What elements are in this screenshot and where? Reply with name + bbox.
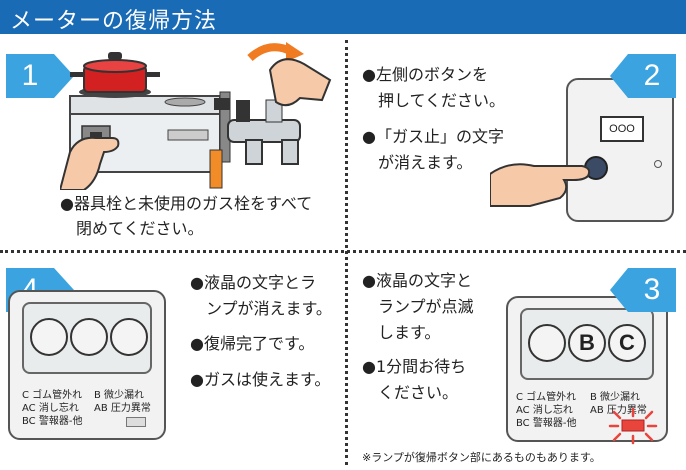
step-1-text-2: 閉めてください。 [76,219,204,238]
step-4-lcd-circle-1 [30,318,68,356]
gas-stove-icon [69,52,221,173]
label-ab: AB 圧力異常 [94,403,151,414]
step-3-text-3: します。 [378,323,441,342]
step-1-text-1: ●器具栓と未使用のガス栓をすべて [60,194,313,213]
indicator-dot [654,160,662,168]
step-3-text-5: ください。 [378,383,459,402]
step-2-hand-icon [490,163,591,207]
label-b: B 微少漏れ [94,390,145,401]
label-bc: BC 警報器-他 [22,416,83,427]
step-2-badge: 2 [628,54,676,98]
label-ac-3: AC 消し忘れ [516,405,573,416]
step-3-badge: 3 [628,268,676,312]
blinking-lamp-icon [608,407,658,445]
gas-valve-icon [209,42,332,189]
label-c: C ゴム管外れ [22,390,83,401]
step-2-text-4: が消えます。 [378,153,473,172]
step-4-lcd-circle-3 [110,318,148,356]
step-1-illustration [60,42,332,190]
label-bc-3: BC 警報器-他 [516,418,577,429]
step-4-text-2: ンプが消えます。 [206,299,332,318]
hand-icon [60,136,120,190]
step-3-text-4: ●1分間お待ち [362,357,467,376]
step-1-badge-arrow [54,54,74,98]
page-title: メーターの復帰方法 [10,9,218,34]
step-2-text-2: 押してください。 [378,91,506,110]
title-bar [0,0,686,34]
step-3-badge-arrow [610,268,628,312]
step-2-text-1: ●左側のボタンを [362,65,488,84]
step-1-badge: 1 [6,54,54,98]
step-4-text-4: ●ガスは使えます。 [190,370,331,389]
step-3-text-1: ●液晶の文字と [362,271,472,290]
lamp-off [126,417,146,427]
step-3-lcd-circle-b: B [568,324,606,362]
label-ac: AC 消し忘れ [22,403,79,414]
step-4-text-1: ●液晶の文字とラ [190,273,316,292]
step-4-lcd-circle-2 [70,318,108,356]
step-4-text-3: ●復帰完了です。 [190,334,315,353]
gas-stop-display: OOO [600,116,644,142]
horizontal-divider [0,250,686,253]
step-2-text-3: ●「ガス止」の文字 [362,127,504,146]
step-3-lcd-circle-c: C [608,324,646,362]
vertical-divider [345,40,348,465]
step-3-lcd-circle-1 [528,324,566,362]
step-3-text-2: ランプが点滅 [378,297,474,316]
label-b-3: B 微少漏れ [590,392,641,403]
label-c-3: C ゴム管外れ [516,392,577,403]
label-ab-3: AB 圧力異常 [590,405,647,416]
step-2-badge-arrow [610,54,628,98]
footnote: ※ランプが復帰ボタン部にあるものもあります。 [362,451,601,464]
